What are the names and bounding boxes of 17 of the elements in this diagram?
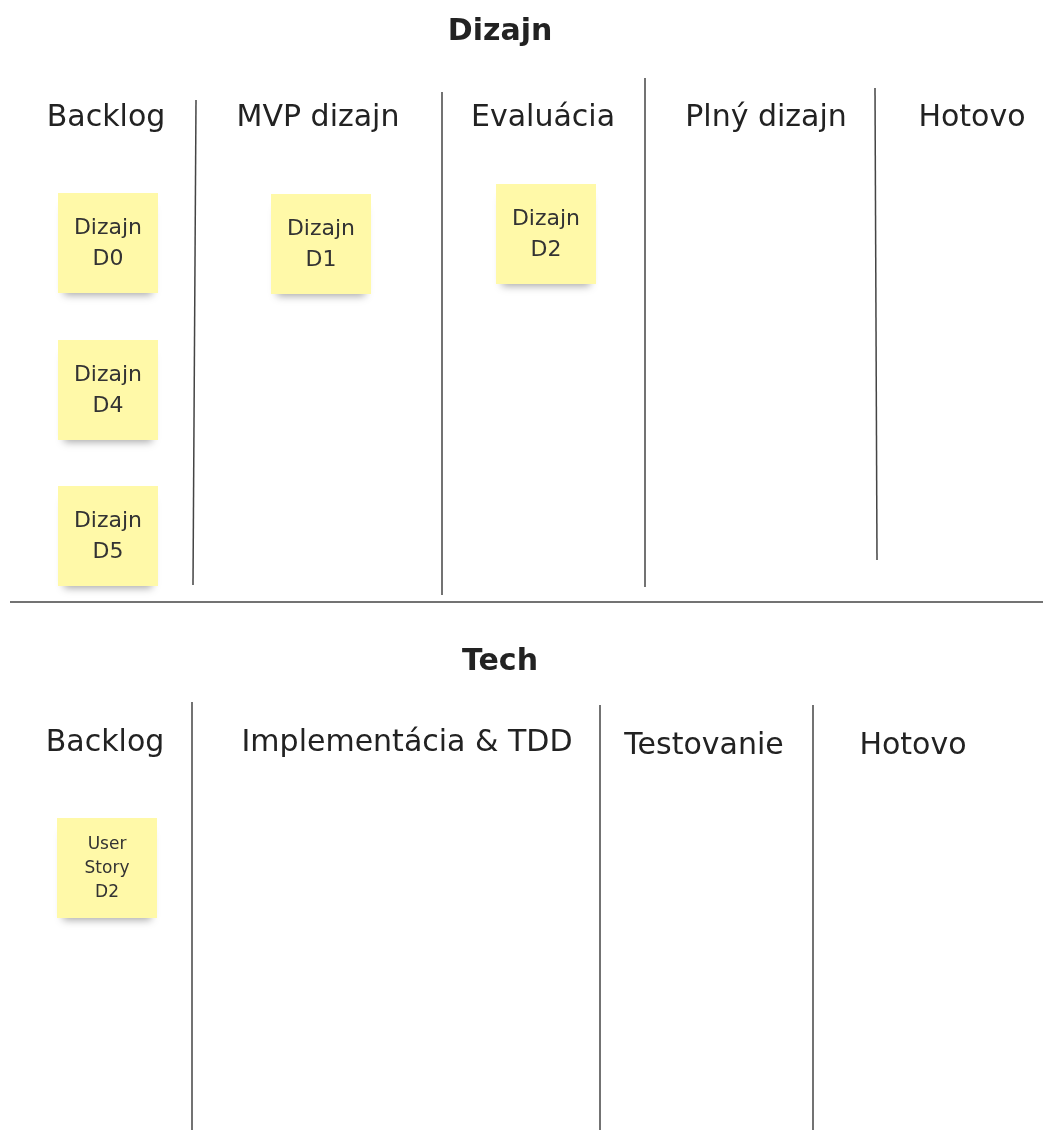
column-header: Evaluácia <box>471 98 615 133</box>
sticky-note: Dizajn D0 <box>58 193 158 293</box>
column-header: Hotovo <box>859 726 967 761</box>
column-header: Backlog <box>46 98 166 133</box>
sticky-note: Dizajn D4 <box>58 340 158 440</box>
section-heading: Tech <box>462 642 538 677</box>
sticky-note: Dizajn D5 <box>58 486 158 586</box>
sticky-note: Dizajn D1 <box>271 194 371 294</box>
column-header: Implementácia & TDD <box>241 723 573 758</box>
column-header: Hotovo <box>918 98 1026 133</box>
sticky-note: Dizajn D2 <box>496 184 596 284</box>
section-heading: Dizajn <box>447 12 553 47</box>
column-header: Plný dizajn <box>685 98 847 133</box>
column-header: Backlog <box>45 723 165 758</box>
sticky-note: User Story D2 <box>57 818 157 918</box>
column-header: Testovanie <box>624 726 784 761</box>
column-header: MVP dizajn <box>236 98 400 133</box>
